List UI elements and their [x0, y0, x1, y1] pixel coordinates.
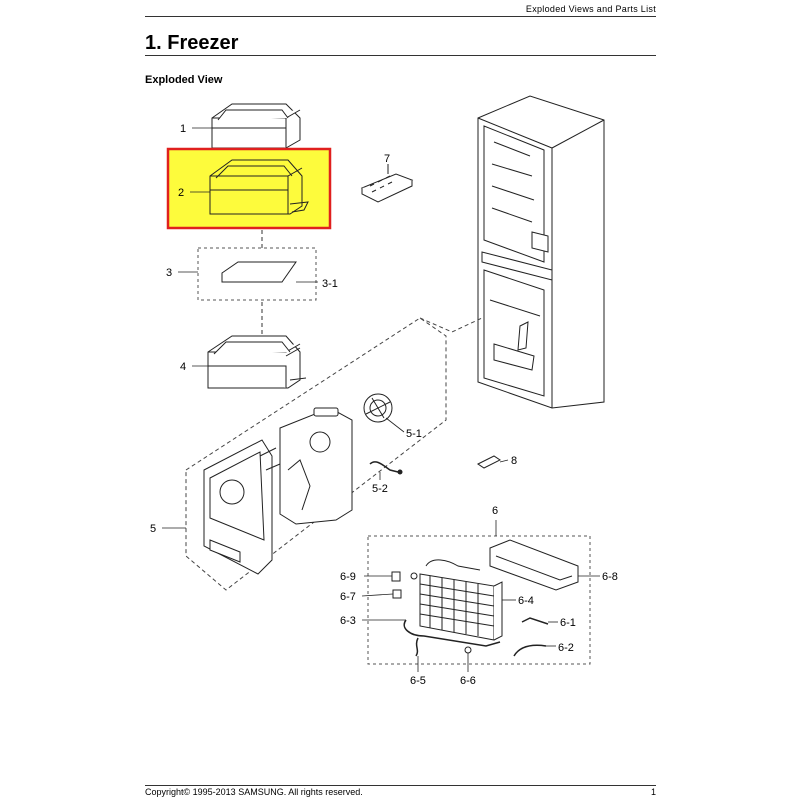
- part-5-evaporator-cover[interactable]: [203, 407, 353, 575]
- callout-5-1: 5-1: [406, 428, 422, 440]
- header-section-title: Exploded Views and Parts List: [525, 4, 656, 14]
- callout-6-7: 6-7: [340, 591, 356, 603]
- callout-7: 7: [384, 153, 390, 165]
- footer-page-number: 1: [650, 787, 656, 797]
- callout-6: 6: [492, 505, 498, 517]
- callout-6-8: 6-8: [602, 571, 618, 583]
- callout-6-5: 6-5: [410, 675, 426, 687]
- callout-5: 5: [150, 523, 156, 535]
- part-5-2-sensor[interactable]: [369, 461, 399, 473]
- part-3-group-box: [197, 247, 317, 301]
- part-5-group-outline: [185, 317, 447, 591]
- footer-rule: [145, 785, 656, 786]
- callout-6-2: 6-2: [558, 642, 574, 654]
- part-5-vent[interactable]: [313, 407, 339, 417]
- callout-6-9: 6-9: [340, 571, 356, 583]
- part-8-clip[interactable]: [477, 455, 501, 469]
- part-2-drawer[interactable]: [209, 159, 309, 215]
- section-subtitle: Exploded View: [145, 74, 223, 86]
- highlight-box-part-2[interactable]: [166, 147, 332, 230]
- callout-5-2: 5-2: [372, 483, 388, 495]
- callout-1: 1: [180, 123, 186, 135]
- callout-6-3: 6-3: [340, 615, 356, 627]
- part-6-8-defrost-heater-cover[interactable]: [489, 539, 579, 591]
- part-3-1-glass-shelf[interactable]: [221, 261, 297, 283]
- callout-3: 3: [166, 267, 172, 279]
- part-6-2-tube[interactable]: [513, 644, 547, 657]
- page-title: 1. Freezer: [145, 32, 239, 54]
- callout-8: 8: [511, 455, 517, 467]
- callout-2: 2: [178, 187, 184, 199]
- part-6-group-box: [367, 535, 591, 665]
- part-6-3-heater[interactable]: [403, 619, 501, 647]
- part-4-drawer[interactable]: [207, 335, 307, 389]
- part-6-9-sensor[interactable]: [391, 571, 401, 582]
- header-rule: [145, 16, 656, 17]
- refrigerator-cabinet: [477, 95, 605, 409]
- part-1-drawer[interactable]: [211, 103, 301, 149]
- leader-lines: [162, 127, 600, 672]
- callout-6-1: 6-1: [560, 617, 576, 629]
- callout-6-4: 6-4: [518, 595, 534, 607]
- callout-3-1: 3-1: [322, 278, 338, 290]
- part-6-1-tube[interactable]: [521, 617, 549, 625]
- part-6-4-evaporator[interactable]: [419, 559, 503, 641]
- callout-6-6: 6-6: [460, 675, 476, 687]
- part-6-7-holder[interactable]: [392, 589, 402, 599]
- footer-copyright: Copyright© 1995-2013 SAMSUNG. All rights…: [145, 787, 363, 797]
- part-6-5-wire[interactable]: [415, 637, 419, 657]
- title-rule: [145, 55, 656, 56]
- part-7-ice-tray[interactable]: [360, 173, 414, 203]
- callout-4: 4: [180, 361, 186, 373]
- part-6-6-fuse[interactable]: [464, 646, 472, 654]
- part-5-1-fan-motor[interactable]: [363, 393, 393, 423]
